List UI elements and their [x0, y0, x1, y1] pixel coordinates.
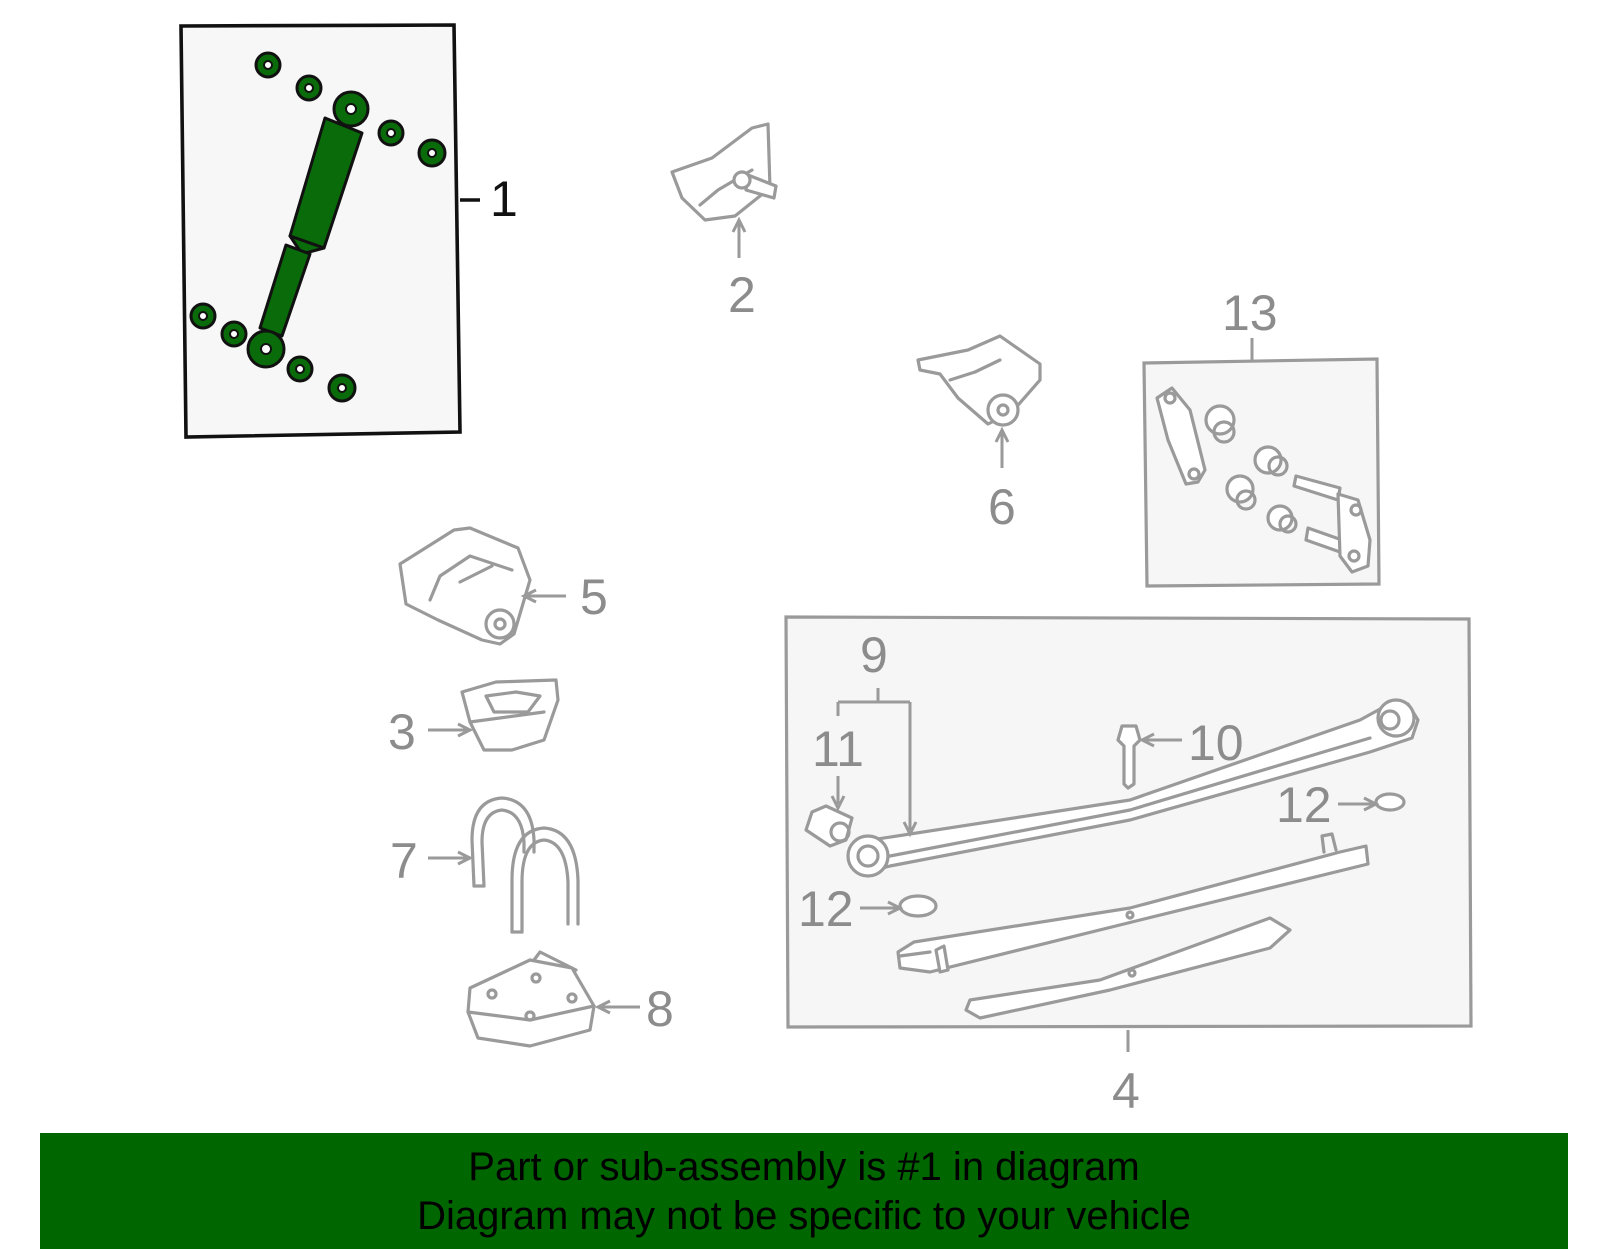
part-4-leaf-spring-group[interactable]: 4 9 11 [784, 615, 1473, 1119]
callout-7: 7 [390, 833, 418, 889]
callout-4: 4 [1112, 1063, 1140, 1119]
part-1-shock-absorber-group[interactable]: 1 [179, 23, 518, 439]
callout-8: 8 [646, 981, 674, 1037]
banner-line-2: Diagram may not be specific to your vehi… [417, 1194, 1191, 1238]
bushing-icon [804, 804, 854, 848]
banner-line-1: Part or sub-assembly is #1 in diagram [468, 1145, 1140, 1189]
callout-6: 6 [988, 479, 1016, 535]
part-2-bracket[interactable]: 2 [670, 122, 778, 323]
leaf-spring-icon [846, 698, 1420, 1020]
center-bolt-icon [1116, 724, 1142, 790]
part-5-spring-seat[interactable]: 5 [398, 526, 608, 646]
pad-icon [898, 792, 1406, 918]
part-6-bracket[interactable]: 6 [916, 334, 1042, 535]
callout-5: 5 [580, 569, 608, 625]
callout-2: 2 [728, 267, 756, 323]
callout-10: 10 [1188, 715, 1244, 771]
callout-12-upper: 12 [1276, 777, 1332, 833]
part-13-shackle-kit[interactable]: 13 [1142, 285, 1381, 588]
shock-absorber-icon[interactable] [246, 90, 370, 369]
callout-11: 11 [812, 721, 864, 777]
part-7-u-bolts[interactable]: 7 [390, 796, 580, 934]
shock-bushing-icon [189, 51, 447, 403]
callout-3: 3 [388, 704, 416, 760]
part-4-box [784, 615, 1473, 1029]
part-3-spacer[interactable]: 3 [388, 678, 560, 760]
callout-13: 13 [1222, 285, 1278, 341]
callout-9: 9 [860, 627, 888, 683]
info-banner: Part or sub-assembly is #1 in diagram Di… [40, 1133, 1568, 1249]
callout-12-lower: 12 [798, 881, 854, 937]
callout-1: 1 [490, 171, 518, 227]
part-8-plate[interactable]: 8 [466, 950, 674, 1048]
